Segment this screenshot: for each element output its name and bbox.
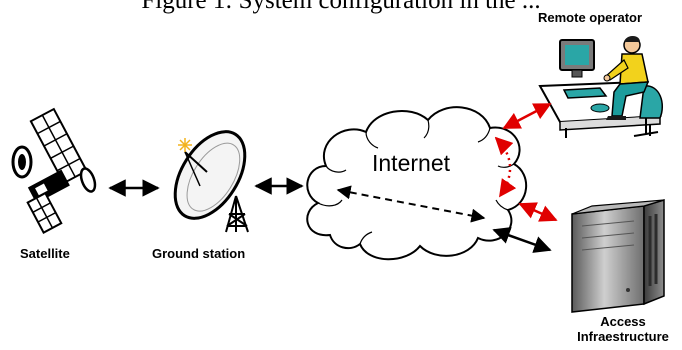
access-infrastructure-label: Access Infraestructure — [568, 314, 678, 344]
ground-station-label: Ground station — [152, 246, 246, 261]
remote-operator-icon — [538, 36, 664, 138]
access-label-line1: Access — [600, 314, 646, 329]
access-label-line2: Infraestructure — [577, 329, 669, 344]
link-internet-server-black — [492, 227, 552, 253]
remote-operator-label: Remote operator — [538, 10, 643, 25]
link-internet-server-red — [518, 202, 558, 222]
satellite-label: Satellite — [20, 246, 70, 261]
internet-cloud — [306, 106, 528, 261]
ground-station-icon — [173, 130, 249, 233]
top-caption: Figure 1: System configuration in the ..… — [141, 0, 541, 14]
server-icon — [571, 198, 665, 313]
internet-label: Internet — [372, 150, 450, 176]
link-internet-dotted-red — [494, 136, 517, 198]
link-internet-operator — [502, 102, 552, 130]
satellite-icon — [11, 107, 97, 234]
link-internet-dashed — [336, 185, 486, 223]
